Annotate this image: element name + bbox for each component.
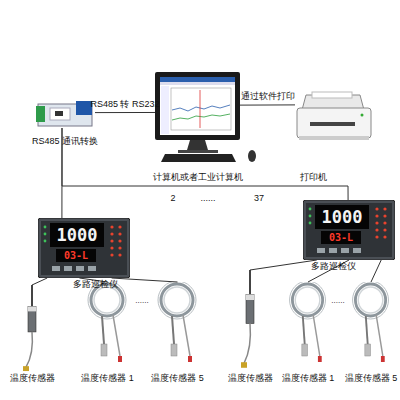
plot-line [172,114,230,120]
coil-sensor [290,281,326,362]
node-label: 多路巡检仪 [60,279,130,290]
computer [155,72,256,162]
plot-line [172,105,230,111]
sensor-box: 温度传感器 5 [150,282,205,384]
edge-label: 通过软件打印 [233,91,303,102]
keyboard [161,154,236,162]
node-label: 温度传感器 [214,373,286,384]
wire-connector [62,128,348,200]
wire-connector [95,112,155,113]
sensor-box: 温度传感器 5 [345,282,397,384]
node-label: 温度传感器 5 [333,373,400,384]
probe-sensor [241,270,254,368]
converter-box: RS485 通讯转换 [35,100,95,128]
monitor-bezel [155,72,240,140]
ellipsis-label: ...... [328,296,348,306]
inspection-instrument [303,200,395,260]
sensor-box: 温度传感器 [226,270,274,384]
node-label: 温度传感器 1 [270,373,346,384]
plot-frame [171,88,231,130]
node-label: 计算机或者工业计算机 [140,172,255,183]
wire-connector [240,104,295,105]
rs485-converter [36,101,92,126]
wire-connector [250,260,317,270]
display-reading: 1000 [315,205,369,229]
wire-connector [32,278,47,285]
coil-sensor [88,281,126,362]
printer [297,92,371,140]
edge-label: RS485 转 RS232 [85,99,165,110]
node-label: 打印机 [291,172,335,183]
node-label: 多路巡检仪 [303,261,363,272]
monitor-screen [160,77,235,135]
display-code: 03-L [321,231,361,244]
chip [55,111,63,116]
instrument-box: 100003-L多路巡检仪 [303,200,395,260]
plot-line [200,90,201,128]
sensor-box: 温度传感器 [8,285,56,384]
terminal-block [76,101,92,115]
monitor-base [178,150,218,153]
bus-label: 2 [166,193,180,204]
node-label: 温度传感器 1 [70,373,145,384]
coil-sensor [353,281,389,362]
printer-body [297,108,371,138]
window-sidebar [161,86,169,134]
node-label: 温度传感器 [0,373,68,384]
mouse [248,150,256,162]
window-titlebar [160,77,235,82]
sensor-box: 温度传感器 1 [80,282,135,384]
terminal-block [36,106,45,122]
inspection-instrument [38,218,130,278]
wire-connector [371,260,381,282]
instrument-box: 100003-L多路巡检仪 [38,218,130,278]
window-toolbar [160,82,235,85]
coil-sensor [158,281,196,362]
wire-connector [112,278,178,282]
display-code: 03-L [56,249,96,262]
paper-sheet [312,92,352,98]
bus-label: ...... [186,193,230,204]
printer-base [299,136,369,140]
ellipsis-label: ...... [131,296,153,306]
monitor-stand [187,140,208,150]
paper-slot [310,122,355,126]
display-reading: 1000 [50,223,104,247]
bus-label: 37 [250,193,268,204]
power-led [361,114,364,117]
probe-sensor [23,285,36,371]
node-label: RS485 通讯转换 [25,136,105,147]
node-label: 温度传感器 5 [140,373,215,384]
computer-box: 计算机或者工业计算机 [155,72,240,164]
sensor-box: 温度传感器 1 [282,282,334,384]
converter-label-plate [50,108,70,120]
printer-box: 打印机 [295,95,373,140]
